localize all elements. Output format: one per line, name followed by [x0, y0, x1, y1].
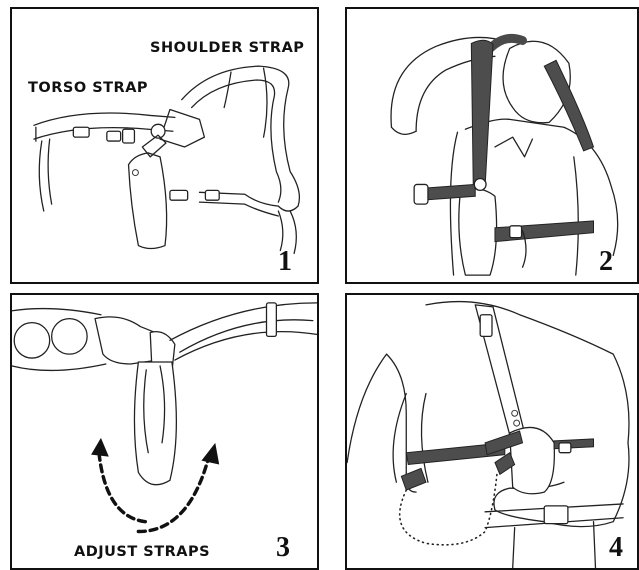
step-4-panel: 4 — [345, 293, 639, 570]
step-number: 4 — [609, 532, 623, 564]
shoulder-strap-label: SHOULDER STRAP — [150, 40, 304, 56]
step-3-panel: ADJUST STRAPS 3 — [10, 293, 319, 570]
step-number: 2 — [599, 246, 613, 278]
step-1-panel: SHOULDER STRAP TORSO STRAP 1 — [10, 7, 319, 284]
adjust-straps-label: ADJUST STRAPS — [74, 544, 210, 560]
torso-strap-label: TORSO STRAP — [28, 80, 148, 96]
connect-straps-illustration — [347, 295, 637, 568]
putting-on-harness-illustration — [347, 9, 637, 282]
adjust-straps-illustration — [12, 295, 317, 568]
step-number: 3 — [276, 532, 290, 564]
step-2-panel: 2 — [345, 7, 639, 284]
step-number: 1 — [278, 246, 292, 278]
